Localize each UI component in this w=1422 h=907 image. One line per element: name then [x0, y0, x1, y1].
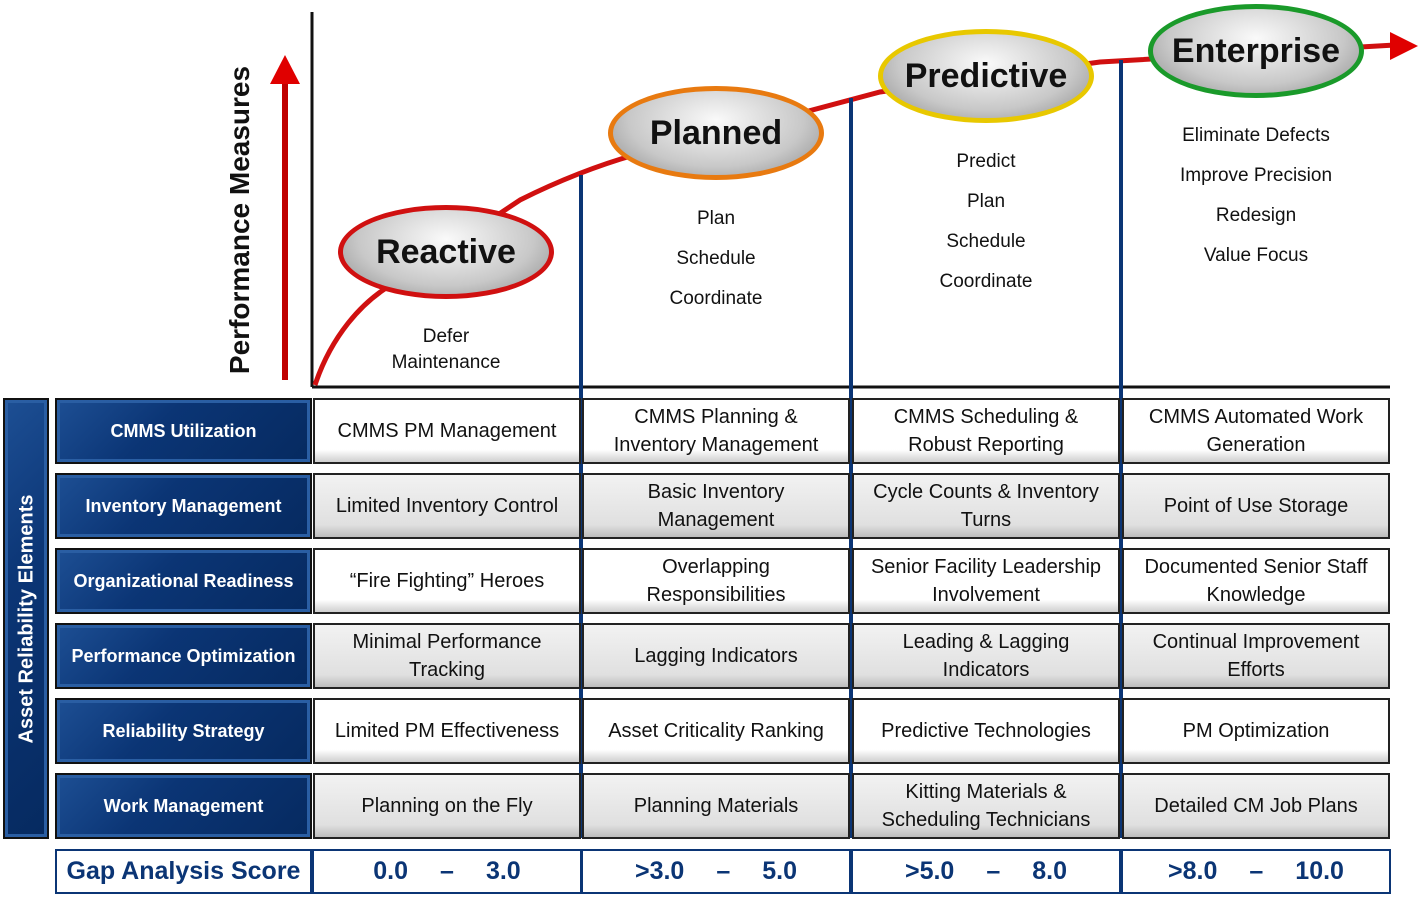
range-max: 10.0	[1295, 857, 1344, 885]
grid-cell: CMMS Scheduling & Robust Reporting	[852, 398, 1120, 464]
row-label: Work Management	[55, 773, 312, 839]
range-dash: –	[716, 857, 731, 885]
stage-planned: Planned	[608, 86, 824, 180]
grid-cell: PM Optimization	[1122, 698, 1390, 764]
range-dash: –	[986, 857, 1001, 885]
range-dash: –	[440, 857, 454, 885]
grid-cell: Overlapping Responsibilities	[582, 548, 850, 614]
range-max: 8.0	[1032, 857, 1068, 885]
curve-arrowhead-icon	[1390, 32, 1418, 60]
range-max: 3.0	[485, 857, 521, 885]
range-min: >8.0	[1168, 857, 1218, 885]
grid-cell: Lagging Indicators	[582, 623, 850, 689]
grid-cell: Documented Senior Staff Knowledge	[1122, 548, 1390, 614]
range-dash: –	[1249, 857, 1264, 885]
gap-score-range: >3.0 – 5.0	[581, 849, 851, 894]
grid-cell: Predictive Technologies	[852, 698, 1120, 764]
range-min: 0.0	[373, 857, 409, 885]
gap-score-range: >5.0 – 8.0	[851, 849, 1121, 894]
gap-score-label: Gap Analysis Score	[55, 849, 312, 894]
grid-cell: CMMS Automated Work Generation	[1122, 398, 1390, 464]
grid-cell: Minimal Performance Tracking	[313, 623, 581, 689]
row-label: Reliability Strategy	[55, 698, 312, 764]
grid-cell: Leading & Lagging Indicators	[852, 623, 1120, 689]
stage-enterprise: Enterprise	[1148, 4, 1364, 98]
grid-cell: Kitting Materials & Scheduling Technicia…	[852, 773, 1120, 839]
grid-cell: CMMS Planning & Inventory Management	[582, 398, 850, 464]
gap-score-range: 0.0 – 3.0	[312, 849, 582, 894]
column-divider	[1119, 60, 1123, 838]
column-divider	[579, 175, 583, 838]
grid-cell: Asset Criticality Ranking	[582, 698, 850, 764]
row-label: Organizational Readiness	[55, 548, 312, 614]
grid-cell: Cycle Counts & Inventory Turns	[852, 473, 1120, 539]
range-max: 5.0	[762, 857, 798, 885]
grid-cell: Planning Materials	[582, 773, 850, 839]
row-label: Inventory Management	[55, 473, 312, 539]
row-label: CMMS Utilization	[55, 398, 312, 464]
grid-cell: Basic Inventory Management	[582, 473, 850, 539]
stage-predictive: Predictive	[878, 29, 1094, 123]
stage-reactive: Reactive	[338, 205, 554, 299]
grid-cell: Point of Use Storage	[1122, 473, 1390, 539]
range-min: >3.0	[634, 857, 685, 885]
grid-cell: Continual Improvement Efforts	[1122, 623, 1390, 689]
performance-measures-label: Performance Measures	[224, 65, 255, 375]
range-min: >5.0	[904, 857, 955, 885]
grid-cell: Limited Inventory Control	[313, 473, 581, 539]
grid-cell: Limited PM Effectiveness	[313, 698, 581, 764]
grid-cell: “Fire Fighting” Heroes	[313, 548, 581, 614]
grid-cell: Detailed CM Job Plans	[1122, 773, 1390, 839]
gap-score-range: >8.0 – 10.0	[1121, 849, 1391, 894]
grid-cell: Planning on the Fly	[313, 773, 581, 839]
grid-cell: Senior Facility Leadership Involvement	[852, 548, 1120, 614]
column-divider	[849, 98, 853, 838]
grid-cell: CMMS PM Management	[313, 398, 581, 464]
row-label: Performance Optimization	[55, 623, 312, 689]
asset-reliability-elements-bar: Asset Reliability Elements	[3, 398, 49, 839]
